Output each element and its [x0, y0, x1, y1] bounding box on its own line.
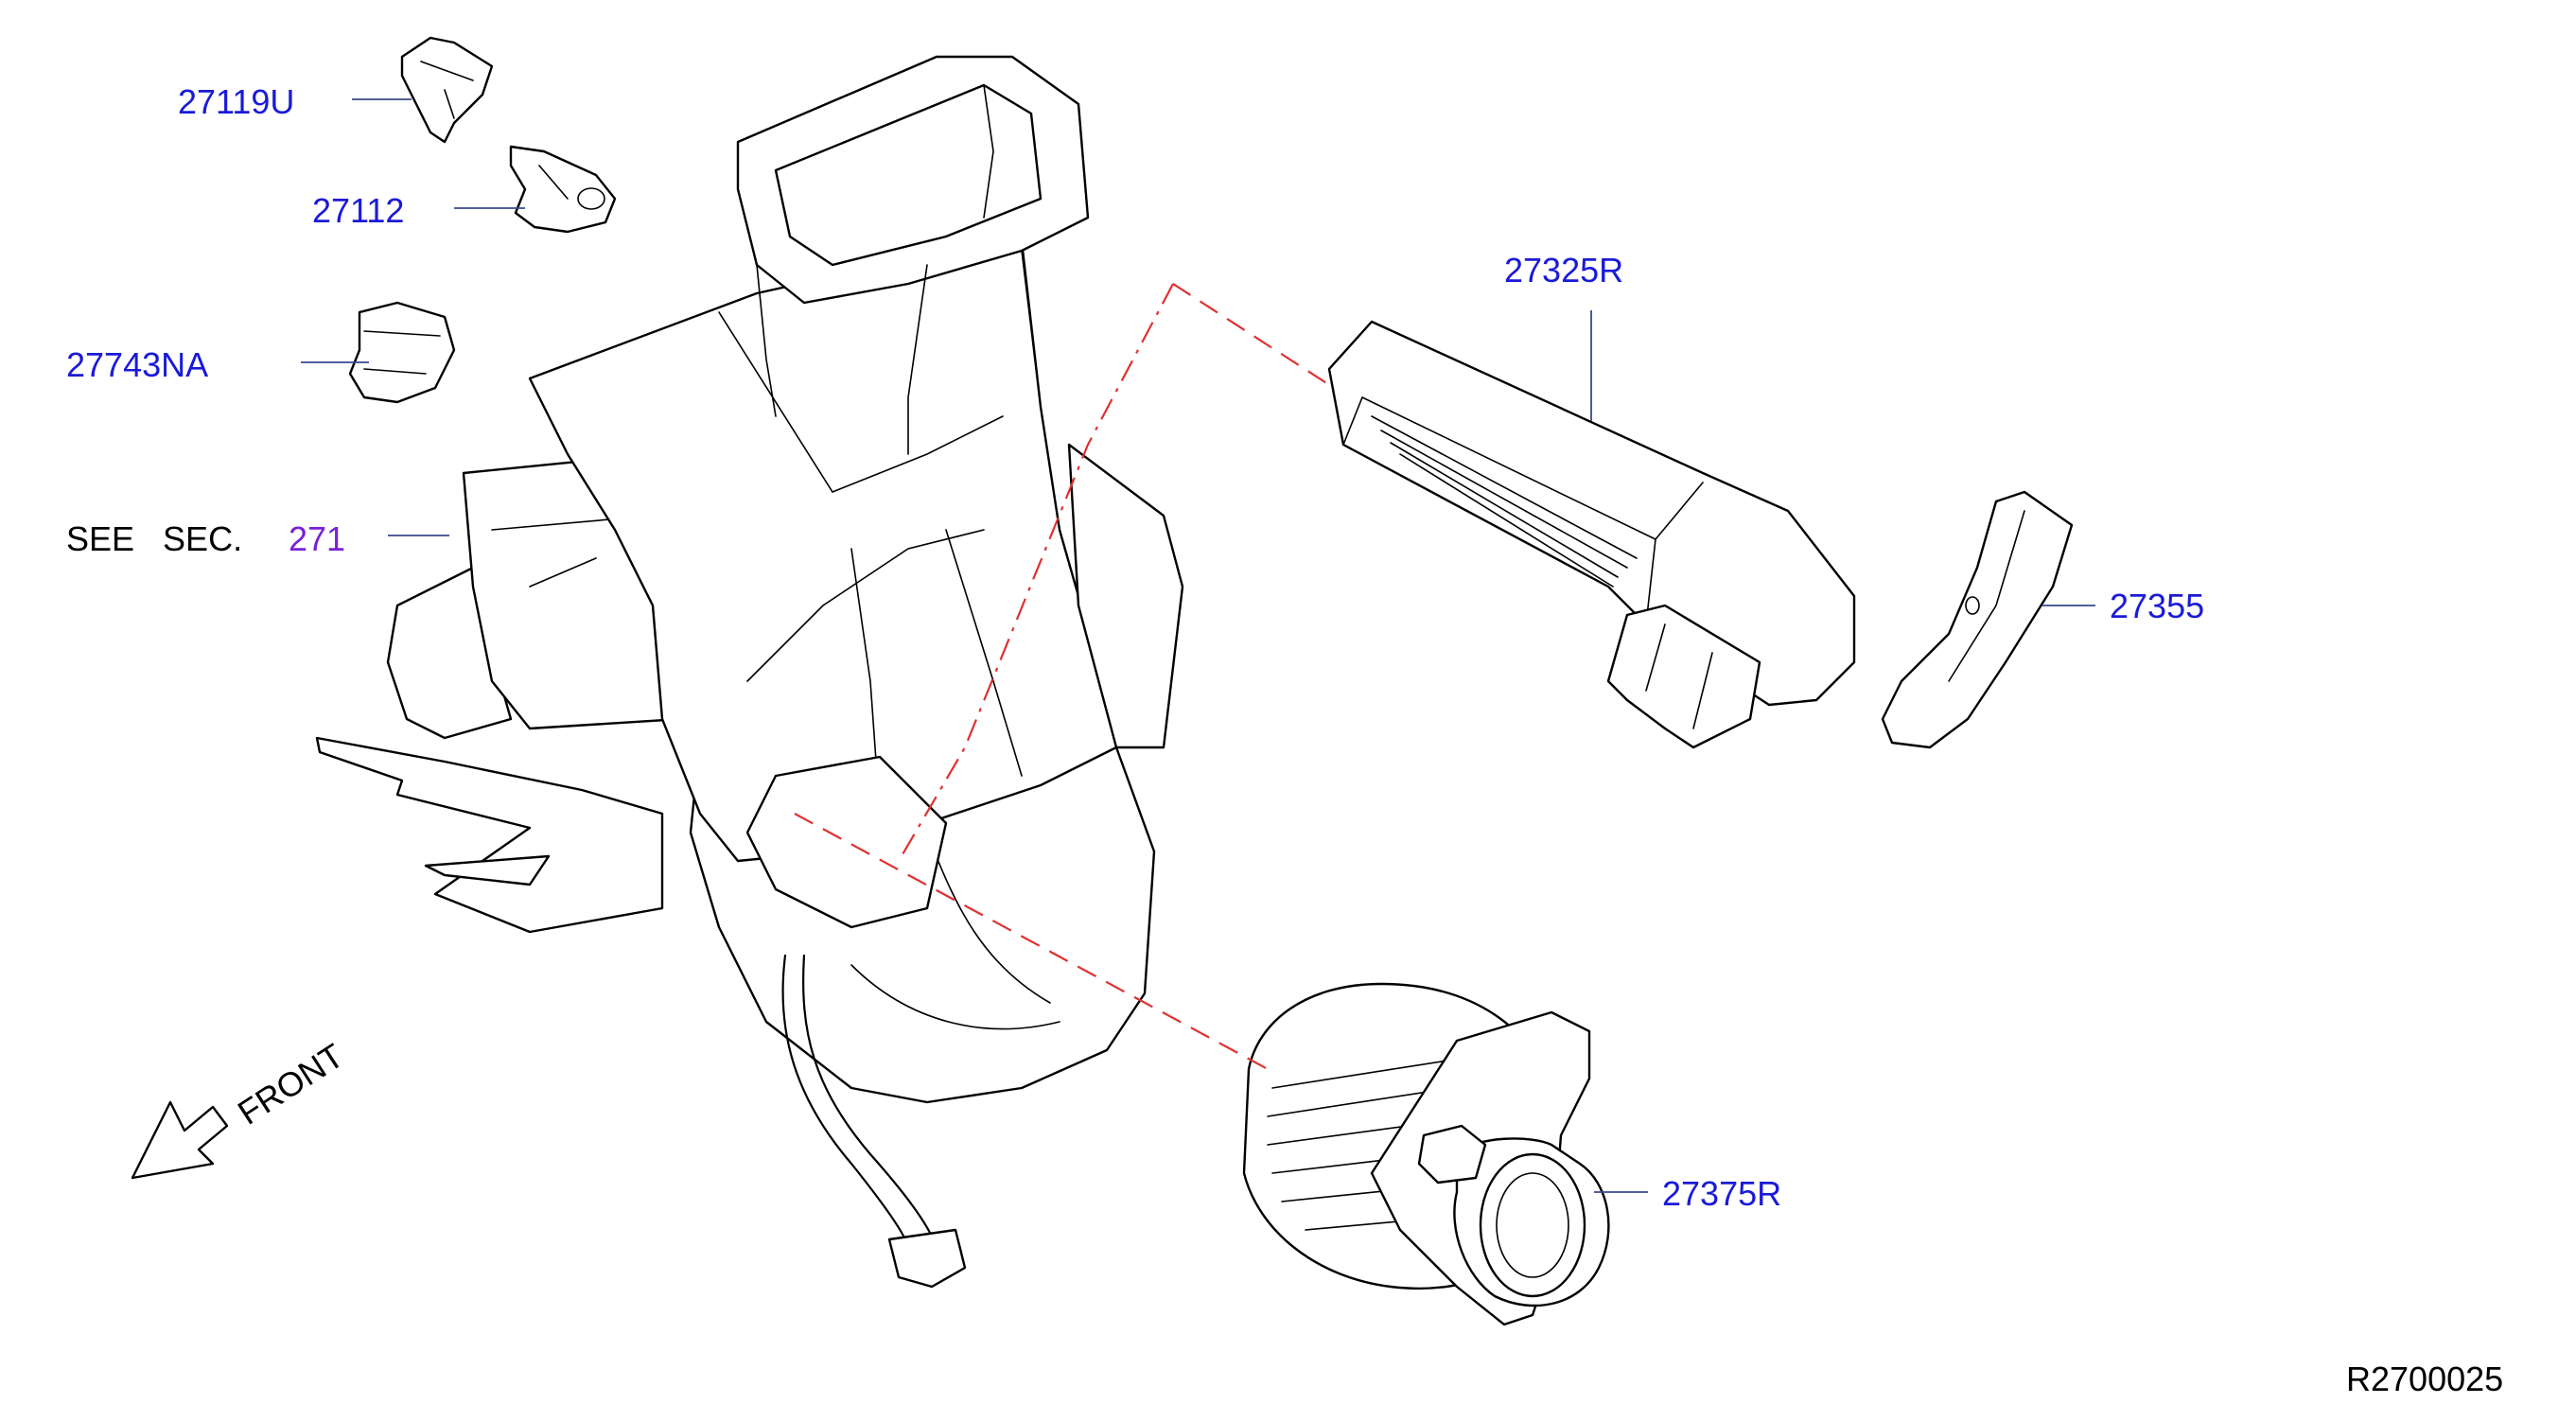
bracket-27355	[1881, 490, 2074, 749]
clip-27119u	[400, 36, 494, 144]
front-label: FRONT	[231, 1036, 350, 1132]
blower-motor-27375r	[1242, 982, 1610, 1326]
leader-lines	[301, 98, 2095, 1193]
section-reference: 271	[289, 519, 345, 558]
clip-27743na	[348, 301, 456, 404]
part-number-27375r: 27375R	[1662, 1174, 1781, 1213]
front-arrow-icon	[131, 1100, 229, 1180]
clip-27112	[509, 145, 617, 234]
part-number-27355: 27355	[2110, 587, 2204, 625]
part-number-27325r: 27325R	[1504, 251, 1623, 290]
blower-housing	[315, 55, 1184, 1289]
part-number-27743na: 27743NA	[66, 345, 208, 384]
filter-slot-alignment-line	[898, 283, 1174, 862]
part-number-27119u: 27119U	[178, 82, 294, 121]
air-filter-27325r	[1327, 320, 1856, 749]
part-number-27112: 27112	[312, 191, 404, 230]
see-section-label: SEE SEC.	[66, 519, 242, 558]
alignment-lines	[794, 283, 1335, 1070]
filter-alignment-line	[1172, 283, 1335, 389]
labels: 27119U 27112 27743NA SEE SEC. 271 27325R…	[66, 82, 2503, 1398]
drawing-number: R2700025	[2346, 1360, 2503, 1398]
motor-alignment-line	[794, 813, 1269, 1070]
